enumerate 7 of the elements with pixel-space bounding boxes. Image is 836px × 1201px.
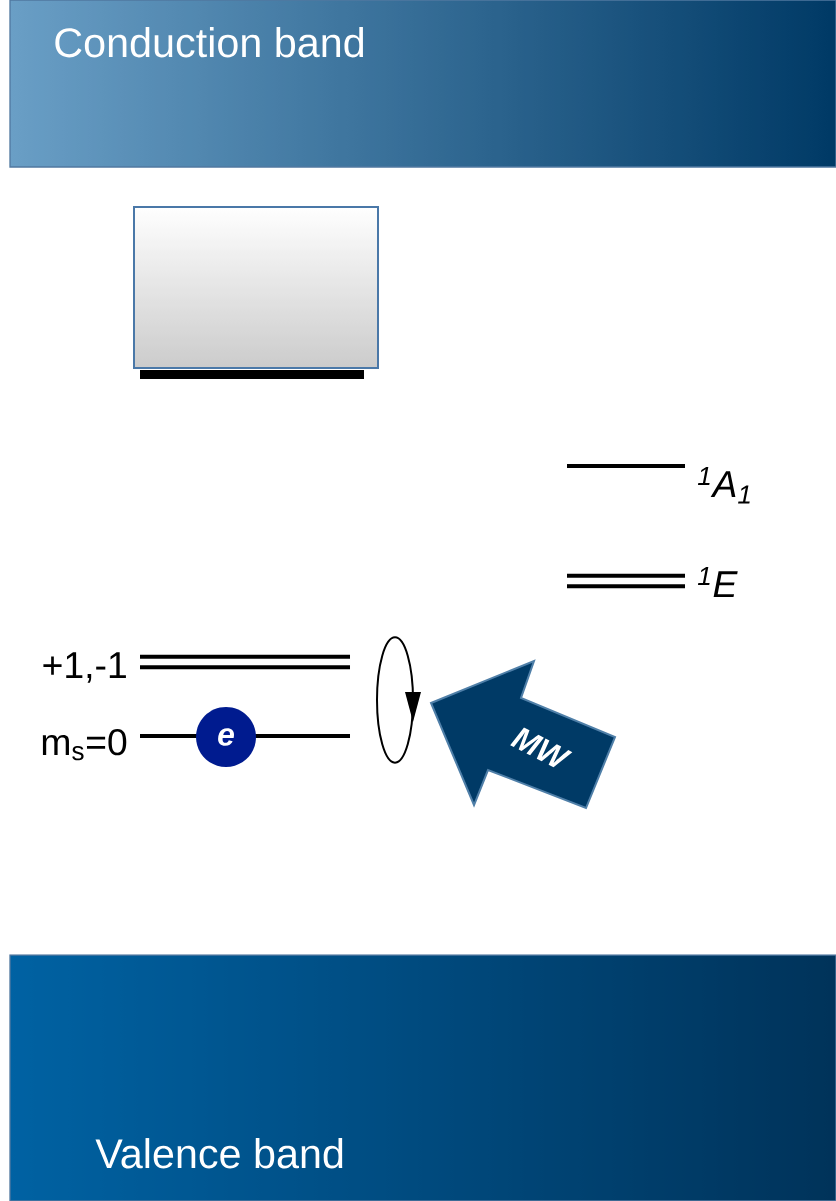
level-label: +1,-1	[43, 652, 126, 683]
level-label: $^{1}$E	[697, 567, 738, 597]
empty-box	[133, 206, 379, 379]
level-label: m$_{s}$=0	[42, 728, 127, 761]
energy-band: Valence band	[9, 954, 836, 1201]
energy-band: Conduction band	[9, 0, 836, 168]
level-label: $^{1}$A$_{1}$	[697, 467, 750, 504]
